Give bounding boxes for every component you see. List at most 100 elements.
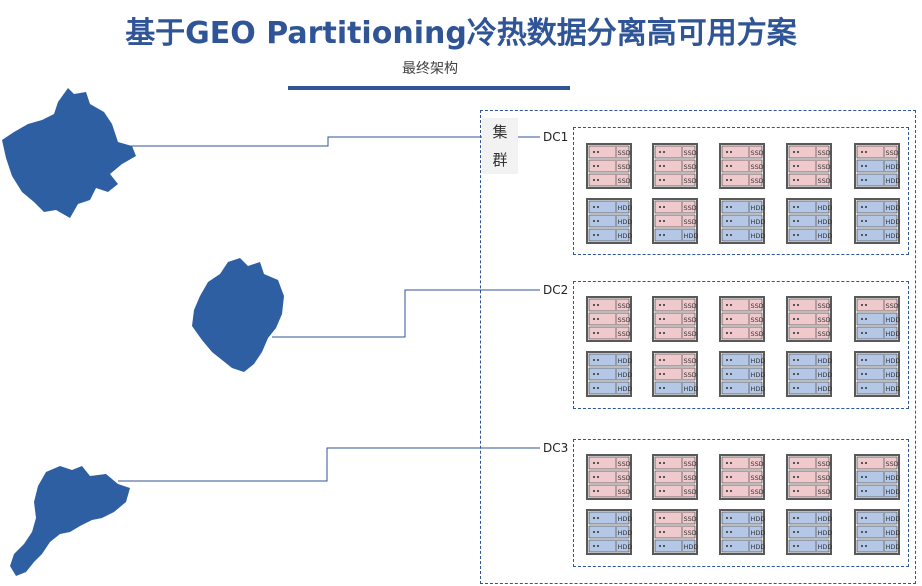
connector-dc2 xyxy=(272,289,540,338)
drive-led-icon xyxy=(730,165,732,167)
hdd-drive-bay xyxy=(588,367,630,381)
drive-led-icon xyxy=(730,373,732,375)
cluster-label: 集 群 xyxy=(482,118,518,174)
drive-led-icon xyxy=(597,387,599,389)
ssd-drive-bay xyxy=(588,326,630,340)
drive-led-icon xyxy=(861,545,863,547)
ssd-drive-label: SSD xyxy=(618,316,631,324)
drive-led-icon xyxy=(797,206,799,208)
drive-led-icon xyxy=(663,387,665,389)
drive-led-icon xyxy=(865,165,867,167)
drive-led-icon xyxy=(593,332,595,334)
drive-led-icon xyxy=(597,476,599,478)
drive-led-icon xyxy=(865,151,867,153)
drive-led-icon xyxy=(797,165,799,167)
hdd-drive-label: HDD xyxy=(684,543,699,551)
hdd-drive-label: HDD xyxy=(684,232,699,240)
ssd-drive-bay xyxy=(788,456,830,470)
drive-led-icon xyxy=(797,476,799,478)
dc1-box xyxy=(573,127,909,255)
drive-led-icon xyxy=(865,476,867,478)
ssd-drive-label: SSD xyxy=(751,149,764,157)
ssd-drive-label: SSD xyxy=(684,488,697,496)
drive-led-icon xyxy=(593,206,595,208)
hdd-drive-bay xyxy=(788,228,830,242)
drive-led-icon xyxy=(793,234,795,236)
dc3-box xyxy=(573,439,909,567)
hdd-drive-bay xyxy=(856,159,898,173)
ssd-drive-label: SSD xyxy=(618,163,631,171)
drive-led-icon xyxy=(861,517,863,519)
ssd-drive-label: SSD xyxy=(818,163,831,171)
hdd-drive-bay xyxy=(856,173,898,187)
drive-led-icon xyxy=(597,531,599,533)
drive-led-icon xyxy=(659,234,661,236)
drive-led-icon xyxy=(793,220,795,222)
drive-led-icon xyxy=(593,517,595,519)
dc3-label: DC3 xyxy=(543,441,569,455)
ssd-drive-bay xyxy=(856,298,898,312)
drive-led-icon xyxy=(730,234,732,236)
hdd-drive-label: HDD xyxy=(618,371,633,379)
ssd-drive-label: SSD xyxy=(618,488,631,496)
ssd-drive-bay xyxy=(588,145,630,159)
ssd-drive-label: SSD xyxy=(751,302,764,310)
ssd-drive-label: SSD xyxy=(751,177,764,185)
ssd-drive-bay xyxy=(654,525,696,539)
drive-led-icon xyxy=(865,462,867,464)
drive-led-icon xyxy=(865,387,867,389)
ssd-drive-bay xyxy=(788,173,830,187)
drive-led-icon xyxy=(659,179,661,181)
hdd-drive-bay xyxy=(654,228,696,242)
hdd-drive-label: HDD xyxy=(886,515,901,523)
hdd-drive-bay xyxy=(721,214,763,228)
ssd-drive-label: SSD xyxy=(684,302,697,310)
drive-led-icon xyxy=(663,220,665,222)
drive-led-icon xyxy=(593,234,595,236)
ssd-drive-label: SSD xyxy=(684,204,697,212)
drive-led-icon xyxy=(659,165,661,167)
drive-led-icon xyxy=(659,206,661,208)
drive-led-icon xyxy=(730,318,732,320)
ssd-drive-label: SSD xyxy=(751,474,764,482)
hdd-drive-label: HDD xyxy=(751,357,766,365)
ssd-drive-bay xyxy=(721,173,763,187)
ssd-drive-bay xyxy=(654,145,696,159)
ssd-drive-label: SSD xyxy=(751,460,764,468)
hdd-drive-label: HDD xyxy=(684,385,699,393)
ssd-drive-label: SSD xyxy=(818,316,831,324)
drive-led-icon xyxy=(726,545,728,547)
drive-led-icon xyxy=(797,179,799,181)
hdd-drive-bay xyxy=(721,200,763,214)
drive-led-icon xyxy=(726,220,728,222)
ssd-drive-bay xyxy=(654,484,696,498)
ssd-drive-bay xyxy=(654,353,696,367)
hdd-drive-bay xyxy=(588,228,630,242)
hdd-drive-label: HDD xyxy=(818,385,833,393)
ssd-drive-bay xyxy=(654,200,696,214)
hdd-drive-bay xyxy=(654,381,696,395)
ssd-drive-label: SSD xyxy=(818,460,831,468)
drive-led-icon xyxy=(865,490,867,492)
drive-led-icon xyxy=(663,476,665,478)
ssd-drive-bay xyxy=(654,173,696,187)
hdd-drive-bay xyxy=(856,470,898,484)
ssd-drive-bay xyxy=(588,159,630,173)
drive-led-icon xyxy=(593,179,595,181)
hdd-drive-bay xyxy=(721,228,763,242)
drive-led-icon xyxy=(663,545,665,547)
hdd-drive-label: HDD xyxy=(818,357,833,365)
drive-led-icon xyxy=(865,359,867,361)
